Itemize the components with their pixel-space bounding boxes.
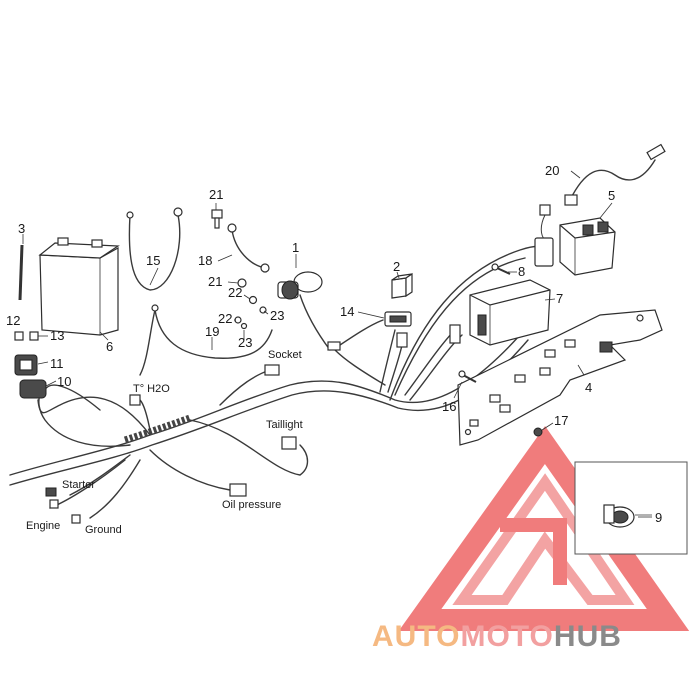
fuse-13 <box>29 331 39 341</box>
label-engine: Engine <box>26 520 60 532</box>
callout-4: 4 <box>585 380 592 395</box>
regulator-5 <box>559 217 616 276</box>
relay-2 <box>391 272 413 299</box>
screw-16 <box>462 374 477 383</box>
callout-19: 19 <box>205 324 219 339</box>
label-socket: Socket <box>268 349 302 361</box>
ground-connector <box>71 514 81 524</box>
callout-10: 10 <box>57 374 71 389</box>
part-3-strap <box>18 244 24 301</box>
bolt-21 <box>211 209 223 229</box>
nut-17 <box>533 427 543 437</box>
ground-cable-18 <box>231 229 266 269</box>
leader-lines <box>22 170 652 518</box>
battery <box>38 237 120 336</box>
ecu-7 <box>469 279 551 346</box>
callout-13: 13 <box>50 328 64 343</box>
callout-1: 1 <box>292 240 299 255</box>
bolt-8 <box>491 263 511 275</box>
oil-pressure-connector <box>229 483 247 497</box>
label-temp-h2o: T° H2O <box>133 383 170 395</box>
callout-21-top: 21 <box>209 187 223 202</box>
callout-6: 6 <box>106 339 113 354</box>
engine-connector <box>49 499 59 509</box>
callout-22-low: 22 <box>218 311 232 326</box>
socket-connector <box>264 364 280 376</box>
cable-20 <box>569 159 656 201</box>
callout-5: 5 <box>608 188 615 203</box>
callout-9: 9 <box>655 510 662 525</box>
watermark-text: AUTOMOTOHUB <box>372 620 622 653</box>
ignition-switch <box>277 271 323 300</box>
callout-23-low: 23 <box>238 335 252 350</box>
callout-16: 16 <box>442 399 456 414</box>
battery-cable-15 <box>128 214 181 291</box>
callout-18: 18 <box>198 253 212 268</box>
starter-connector <box>45 487 57 497</box>
relay-11 <box>14 354 38 376</box>
connector-14 <box>384 311 412 348</box>
callout-20: 20 <box>545 163 559 178</box>
label-starter: Starter <box>62 479 95 491</box>
label-oil-pressure: Oil pressure <box>222 499 281 511</box>
callout-15: 15 <box>146 253 160 268</box>
temp-sensor-connector <box>129 394 141 406</box>
callout-2: 2 <box>393 259 400 274</box>
callout-22-top: 22 <box>228 285 242 300</box>
inset-box-9 <box>574 461 688 555</box>
callout-12: 12 <box>6 313 20 328</box>
callout-23-right: 23 <box>270 308 284 323</box>
callout-14: 14 <box>340 304 354 319</box>
taillight-connector <box>281 436 297 450</box>
mounting-plate-4 <box>457 309 663 446</box>
callout-11: 11 <box>50 356 64 371</box>
callout-21-mid: 21 <box>208 274 222 289</box>
callout-3: 3 <box>18 221 25 236</box>
label-taillight: Taillight <box>266 419 303 431</box>
fuse-12 <box>14 331 24 341</box>
relay-10 <box>19 379 47 399</box>
callout-7: 7 <box>556 291 563 306</box>
callout-17: 17 <box>554 413 568 428</box>
callout-8: 8 <box>518 264 525 279</box>
cable-19 <box>154 309 273 359</box>
label-ground: Ground <box>85 524 122 536</box>
